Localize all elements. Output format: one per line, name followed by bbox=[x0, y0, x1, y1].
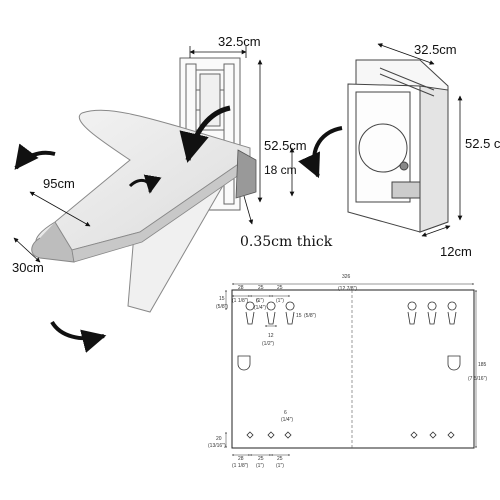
top-dim-3-in: (1") bbox=[276, 298, 284, 304]
template-width-mm: 326 bbox=[342, 274, 351, 280]
bottom-dim-1-mm: 28 bbox=[238, 456, 244, 462]
board-depth-label: 18 cm bbox=[264, 163, 297, 177]
top-dim-2-in: (1") bbox=[256, 298, 264, 304]
folded-unit bbox=[347, 59, 449, 233]
board-width-label: 30cm bbox=[12, 260, 44, 275]
folded-height-label: 52.5 cm bbox=[465, 136, 500, 151]
bottom-dim-3-mm: 25 bbox=[277, 456, 283, 462]
lower-slot-width-mm: 6 bbox=[284, 410, 287, 416]
left-offset-in: (5/8") bbox=[216, 304, 228, 310]
folded-depth-label: 12cm bbox=[440, 244, 472, 259]
slot-width-in: (1/4") bbox=[254, 305, 266, 311]
bottom-dim-2-mm: 25 bbox=[258, 456, 264, 462]
template-height-mm: 185 bbox=[478, 362, 487, 368]
board-width-top-label: 32.5cm bbox=[218, 34, 261, 49]
dimension-lines-board bbox=[13, 46, 295, 263]
slot-gap-in: (1/2") bbox=[262, 341, 274, 347]
bottom-offset-in: (13/16") bbox=[208, 443, 226, 449]
rotate-arrow-middle-icon bbox=[128, 174, 162, 194]
slot-gap-mm: 12 bbox=[268, 333, 274, 339]
bottom-offset-mm: 20 bbox=[216, 436, 222, 442]
lower-screw-holes bbox=[246, 431, 455, 439]
template-dimension-lines bbox=[225, 283, 477, 456]
slot-height-in: (5/8") bbox=[304, 313, 316, 319]
template-width-in: (12 7/8") bbox=[338, 286, 357, 292]
slot-width-mm: 6 bbox=[256, 298, 259, 304]
bottom-dim-3-in: (1") bbox=[276, 463, 284, 469]
slot-height-mm: 15 bbox=[296, 313, 302, 319]
hook-recesses bbox=[237, 355, 461, 371]
folded-width-label: 32.5cm bbox=[414, 42, 457, 57]
keyhole-slots-left bbox=[245, 301, 295, 325]
bottom-dim-2-in: (1") bbox=[256, 463, 264, 469]
top-dim-3-mm: 25 bbox=[277, 285, 283, 291]
bottom-dim-1-in: (1 1/8") bbox=[232, 463, 249, 469]
top-dim-1-mm: 28 bbox=[238, 285, 244, 291]
keyhole-slots-right bbox=[407, 301, 457, 325]
top-dim-1-in: (1 1/8") bbox=[232, 298, 249, 304]
dimension-lines-folded bbox=[377, 43, 463, 237]
board-length-label: 95cm bbox=[43, 176, 75, 191]
board-thickness-label: 0.35cm thick bbox=[240, 234, 333, 250]
rotate-arrow-top-icon bbox=[179, 105, 231, 163]
board-height-label: 52.5cm bbox=[264, 138, 307, 153]
rotate-arrow-right-icon bbox=[298, 126, 343, 179]
left-offset-mm: 15 bbox=[219, 296, 225, 302]
template-height-in: (7 5/16") bbox=[468, 376, 487, 382]
lower-slot-width-in: (1/4") bbox=[281, 417, 293, 423]
rotate-arrow-bottom-icon bbox=[50, 320, 107, 353]
top-dim-2-mm: 25 bbox=[258, 285, 264, 291]
rotate-arrow-left-icon bbox=[14, 143, 56, 170]
